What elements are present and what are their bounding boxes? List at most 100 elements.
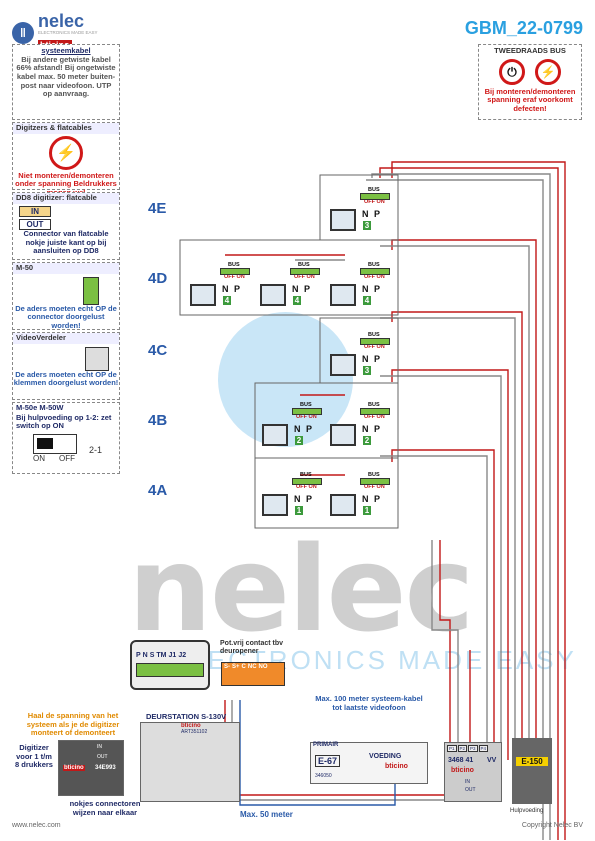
unit-number: 3 — [363, 366, 371, 375]
bus-label: BUS — [300, 402, 312, 408]
dd8-out-label: OUT — [19, 218, 51, 230]
floor-box-4d — [179, 239, 399, 316]
note-dd8-title: DD8 digitizer: flatcable — [13, 193, 119, 204]
video-phone-screen — [330, 284, 356, 306]
station-card-code: ART351102 — [181, 729, 208, 735]
terminal-bar — [360, 193, 390, 200]
note-m50: M-50 De aders moeten echt OP de connecto… — [12, 262, 120, 330]
note-splitter-text: De aders moeten echt OP de klemmen doorg… — [13, 369, 119, 388]
aux-power: E-150 — [512, 738, 552, 804]
floor-label-4c: 4C — [148, 342, 168, 359]
terminal-bar — [292, 478, 322, 485]
vd-port-label: P2 — [457, 745, 468, 752]
splitter-terminal-icon — [85, 346, 109, 371]
station-terminal-label: N — [142, 652, 148, 659]
aux-model: E-150 — [516, 757, 548, 766]
note-bus-title: TWEEDRAADS BUS — [494, 46, 566, 55]
m50-connector-icon — [83, 276, 99, 305]
digitizer-code: 34E993 — [95, 765, 116, 771]
unit-number: 4 — [293, 296, 301, 305]
video-phone-screen — [330, 354, 356, 376]
riser-4a — [391, 449, 495, 760]
dip-switch-icon — [33, 433, 77, 454]
terminal-n: N — [362, 209, 369, 219]
switch-label: OFF ON — [364, 274, 385, 280]
unit-number: 1 — [363, 506, 371, 515]
terminal-bar — [220, 268, 250, 275]
terminal-p: P — [374, 424, 381, 434]
terminal-p: P — [306, 424, 313, 434]
unit-number: 4 — [363, 296, 371, 305]
video-phone-screen — [330, 209, 356, 231]
note-m50-title: M-50 — [13, 263, 119, 274]
vd-port-label: P3 — [468, 745, 478, 752]
bus-label: BUS — [368, 402, 380, 408]
terminal-n: N — [362, 424, 369, 434]
terminal-bar — [360, 478, 390, 485]
dip-switch-lever — [37, 437, 53, 449]
video-phone-screen — [260, 284, 286, 306]
bus-label: BUS — [368, 472, 380, 478]
note-m50-text: De aders moeten echt OP de connector doo… — [15, 303, 117, 330]
floor-label-4d: 4D — [148, 270, 168, 287]
floor-box-4a — [254, 457, 399, 529]
note-cable: systeemkabel Bij andere getwiste kabel 6… — [12, 44, 120, 120]
vd-port-label: P1 — [447, 745, 457, 752]
riser-wire-gray-1 — [371, 173, 551, 840]
digitizer-out-label: OUT — [97, 754, 108, 760]
terminal-p: P — [374, 494, 381, 504]
riser-wire-red-1 — [391, 161, 566, 840]
video-phone-screen — [262, 424, 288, 446]
power-bticino: bticino — [385, 763, 408, 770]
terminal-bar — [360, 408, 390, 415]
station-link-blue — [239, 700, 396, 806]
switch-off-label: OFF — [59, 453, 75, 463]
switch-label: OFF ON — [364, 414, 385, 420]
note-bus-warning: Bij monteren/demonteren spanning eraf vo… — [484, 86, 576, 113]
free-contact-label-item: S- — [224, 664, 230, 670]
riser-wire-gray-2 — [366, 179, 544, 840]
digitizer-in-label: IN — [97, 744, 102, 750]
terminal-bar — [290, 268, 320, 275]
no-voltage-icon: ⚡ — [535, 58, 561, 85]
switch-2-1-label: 2-1 — [89, 445, 103, 455]
logo-icon: ǁ — [12, 21, 34, 44]
switch-label: OFF ON — [296, 484, 317, 490]
free-contact-label: Pot.vrij contact tbv deuropener — [220, 640, 284, 655]
vd-port-label: P4 — [478, 745, 489, 752]
note-bus: TWEEDRAADS BUS ⏻ ⚡ Bij monteren/demonter… — [478, 44, 582, 120]
floor-box-4b — [254, 382, 399, 459]
terminal-n: N — [294, 494, 301, 504]
vd-code: 3468 41 — [448, 757, 474, 764]
video-phone-screen — [190, 284, 216, 306]
terminal-p: P — [374, 209, 381, 219]
switch-label: OFF ON — [364, 344, 385, 350]
terminal-p: P — [374, 284, 381, 294]
unit-number: 2 — [295, 436, 303, 445]
switch-on-label: ON — [33, 453, 45, 463]
digitizer-bticino: bticino — [63, 765, 85, 771]
note-cable-text: Bij andere getwiste kabel 66% afstand! B… — [16, 54, 116, 99]
riser-4d — [391, 239, 537, 760]
free-contact-label-item: C — [241, 664, 246, 670]
free-contact-label-item: S+ — [232, 664, 240, 670]
vd-bticino: bticino — [451, 767, 474, 774]
riser-4d-b — [380, 245, 530, 760]
floor-label-4e: 4E — [148, 200, 167, 217]
bus-label: BUS — [300, 472, 312, 478]
terminal-n: N — [222, 284, 229, 294]
riser-4c-b — [380, 317, 516, 760]
vd-in: IN — [465, 779, 470, 785]
note-dd8-text: Connector van flatcable nokje juiste kan… — [23, 229, 109, 256]
aux-label: Hulpvoeding — [510, 808, 544, 814]
no-plug-icon: ⏻ — [499, 58, 525, 85]
door-station: ART351102 bticino — [140, 722, 240, 802]
note-splitter-title: VideoVerdeler — [13, 333, 119, 344]
power-voeding: VOEDING — [369, 753, 402, 760]
riser-left-2 — [431, 540, 459, 760]
terminal-p: P — [374, 354, 381, 364]
cable-note: Max. 100 meter systeem-kabel tot laatste… — [315, 694, 423, 712]
